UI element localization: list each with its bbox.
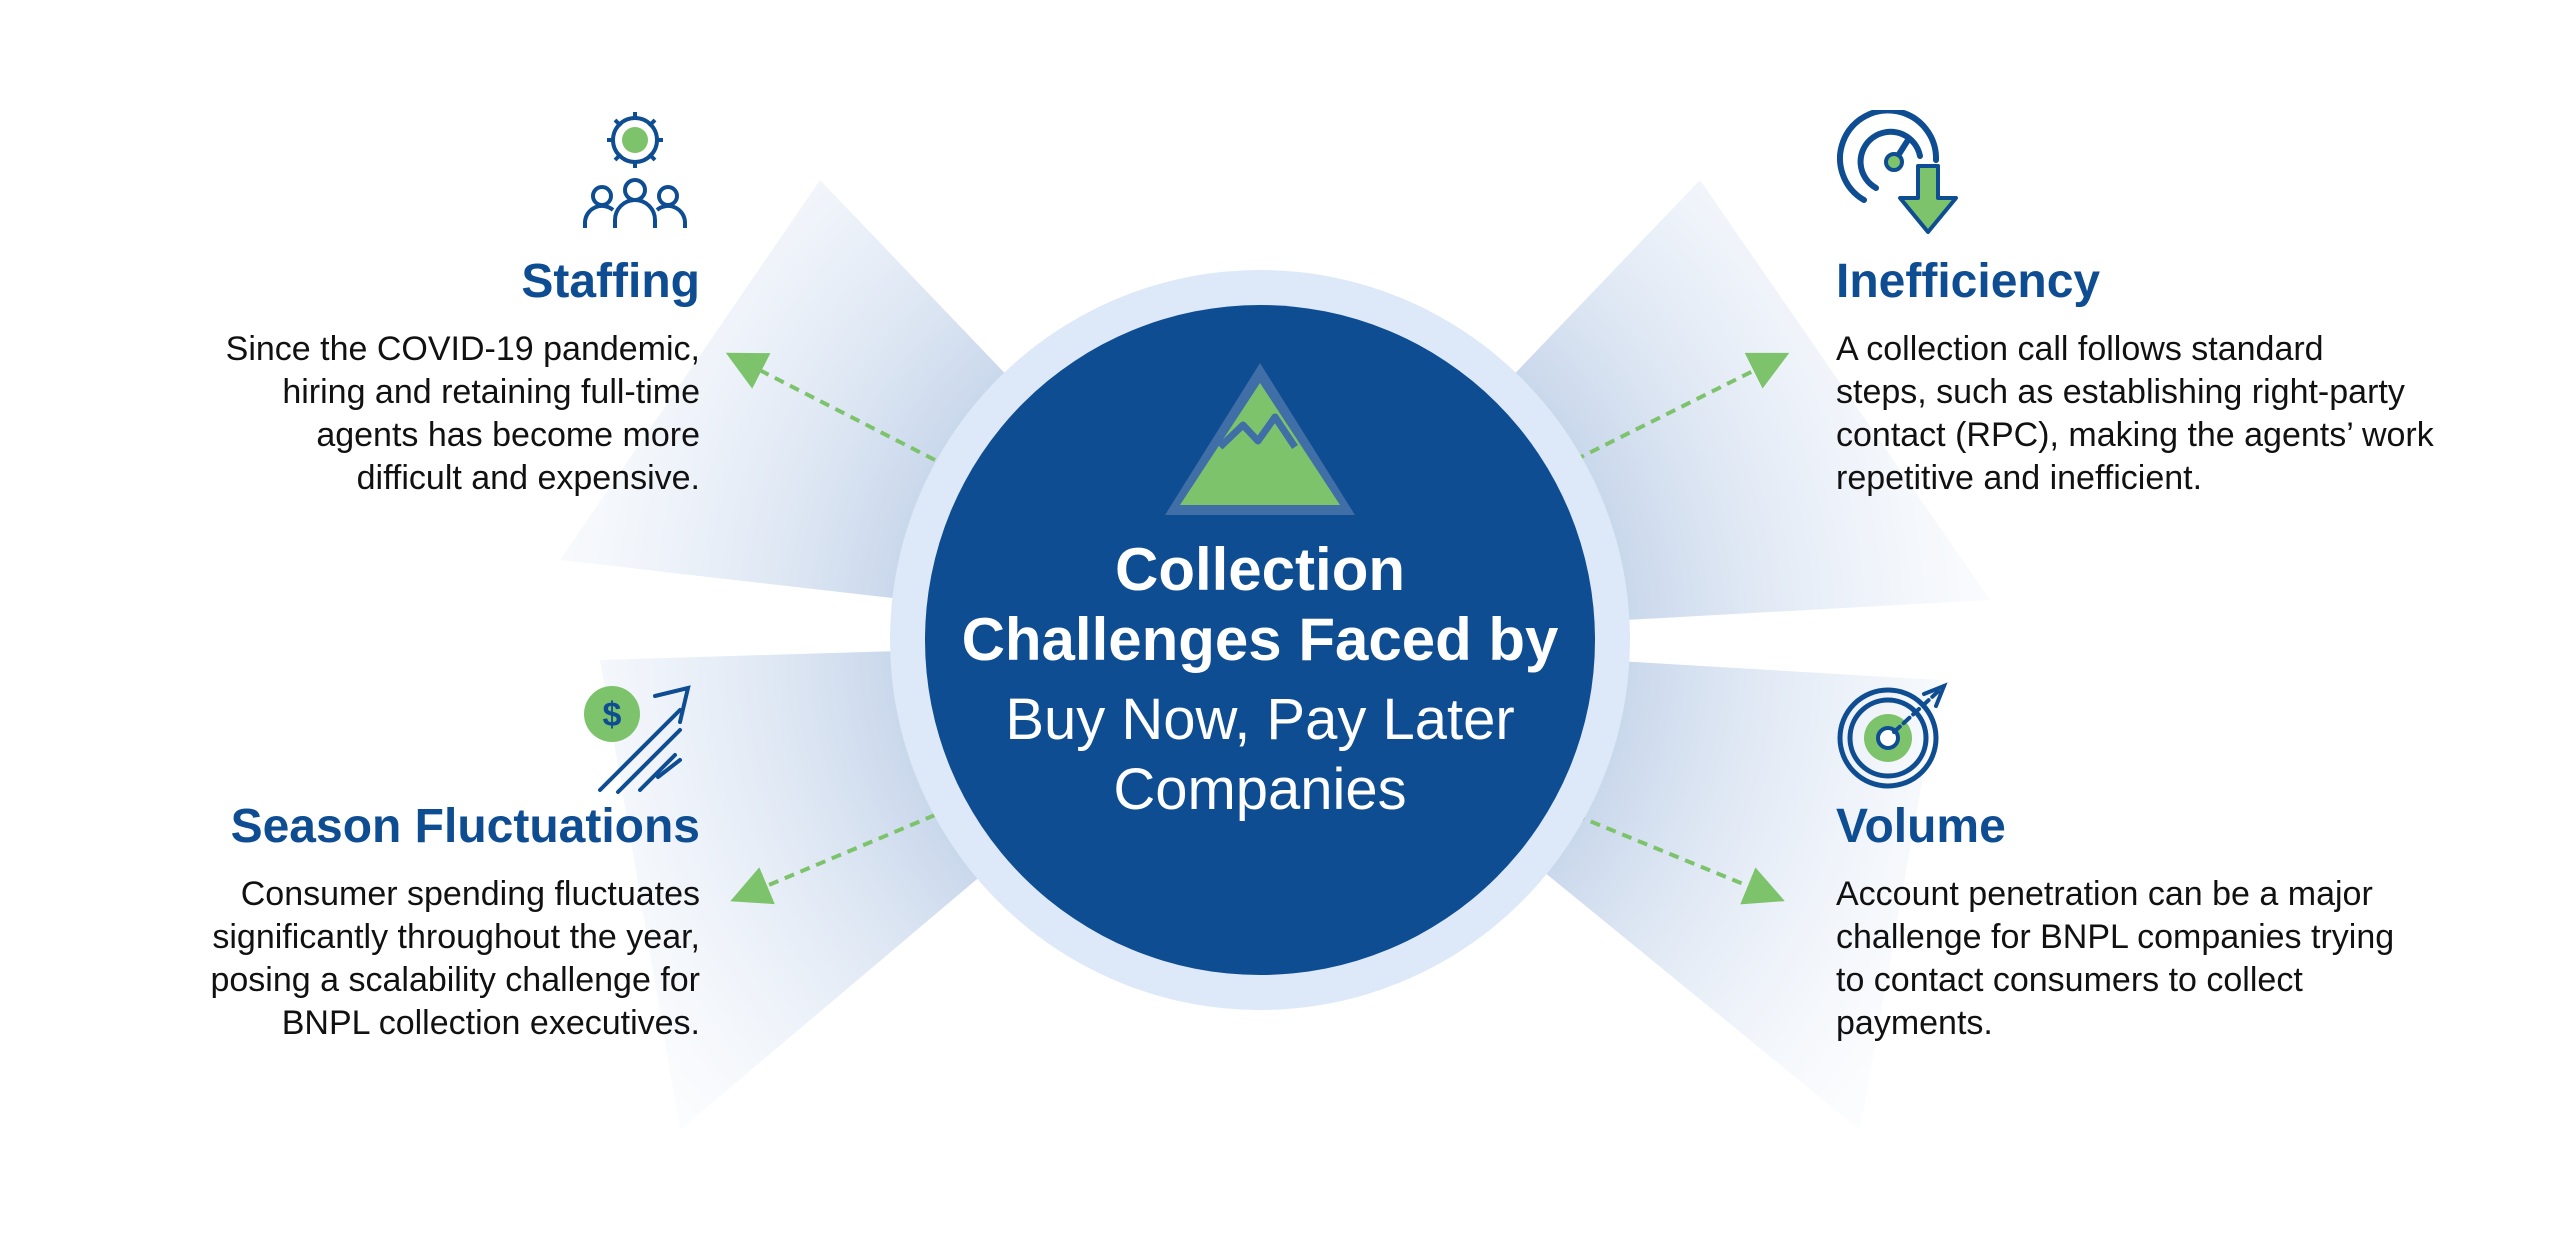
inefficiency-title: Inefficiency <box>1836 255 2101 308</box>
arrow-to-inefficiency <box>1574 352 1790 462</box>
season-description: Consumer spending fluctuates significant… <box>210 875 700 1042</box>
challenge-season-fluctuations: $ Season Fluctuations Consumer spending … <box>100 670 700 1090</box>
staffing-description: Since the COVID-19 pandemic, hiring and … <box>225 330 700 497</box>
staffing-title: Staffing <box>521 255 700 308</box>
challenge-staffing: Staffing Since the COVID-19 pandemic, hi… <box>100 100 700 520</box>
arrow-to-volume <box>1574 813 1785 905</box>
arrow-to-season <box>730 813 936 905</box>
svg-text:$: $ <box>603 696 622 734</box>
inefficiency-description: A collection call follows standard steps… <box>1836 330 2434 497</box>
season-title: Season Fluctuations <box>230 800 700 853</box>
target-arrow-icon <box>1837 682 1948 789</box>
challenge-volume: Volume Account penetration can be a majo… <box>1836 670 2516 1090</box>
arrow-to-staffing <box>725 352 936 462</box>
hub-inner-circle: Collection Challenges Faced by Buy Now, … <box>925 305 1595 975</box>
volume-title: Volume <box>1836 800 2006 853</box>
hub-subtitle: Buy Now, Pay Later Companies <box>1005 687 1515 822</box>
team-gear-icon <box>583 112 687 228</box>
challenge-inefficiency: Inefficiency A collection call follows s… <box>1836 110 2516 530</box>
mountain-logo-icon <box>1165 363 1355 515</box>
hub-circle: Collection Challenges Faced by Buy Now, … <box>890 270 1630 1010</box>
hub-title: Collection Challenges Faced by <box>961 536 1559 673</box>
volume-description: Account penetration can be a major chall… <box>1836 875 2395 1042</box>
money-growth-arrow-icon: $ <box>584 685 691 794</box>
gauge-down-arrow-icon <box>1837 110 1958 234</box>
